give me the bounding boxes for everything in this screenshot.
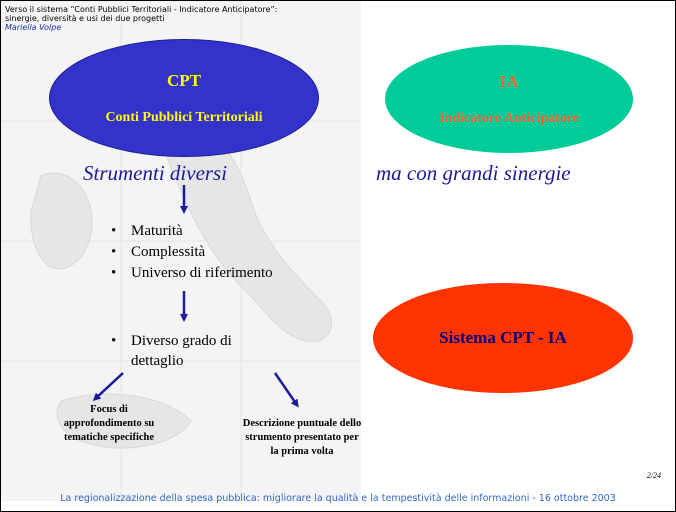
slide-header: Verso il sistema “Conti Pubblici Territo… <box>5 5 345 32</box>
note-left-line2: approfondimento su <box>63 418 155 429</box>
system-label: Sistema CPT - IA <box>439 328 567 347</box>
page-number: 2/24 <box>646 471 661 480</box>
list-item: Maturità <box>107 221 347 242</box>
note-right-line2: strumento presentato per <box>245 432 359 443</box>
cpt-title: CPT <box>167 70 201 90</box>
ia-ellipse: IA Indicatore Anticipatore <box>385 45 633 153</box>
note-left-line1: Focus di <box>90 404 128 415</box>
ia-title: IA <box>499 71 519 91</box>
header-title-line2: sinergie, diversità e usi dei due proget… <box>5 14 165 23</box>
differences-list: Maturità Complessità Universo di riferim… <box>107 221 347 284</box>
note-right-line1: Descrizione puntuale dello <box>242 418 362 429</box>
list-item: Universo di riferimento <box>107 263 347 284</box>
system-ellipse: Sistema CPT - IA <box>373 283 633 393</box>
note-right-line3: la prima volta <box>270 446 334 457</box>
right-heading: ma con grandi sinergie <box>376 161 571 185</box>
detail-list: Diverso grado di dettaglio <box>107 331 277 371</box>
detail-line1: Diverso grado di <box>131 333 232 349</box>
ia-subtitle: Indicatore Anticipatore <box>439 110 579 126</box>
note-left: Focus di approfondimento su tematiche sp… <box>41 403 177 445</box>
header-title-line1: Verso il sistema “Conti Pubblici Territo… <box>5 5 278 14</box>
header-author: Mariella Volpe <box>5 23 62 32</box>
list-item: Complessità <box>107 242 347 263</box>
cpt-subtitle: Conti Pubblici Territoriali <box>105 109 263 125</box>
cpt-ellipse: CPT Conti Pubblici Territoriali <box>49 39 319 157</box>
note-right: Descrizione puntuale dello strumento pre… <box>213 417 391 459</box>
detail-line2: dettaglio <box>131 353 184 369</box>
note-left-line3: tematiche specifiche <box>63 432 155 443</box>
left-heading: Strumenti diversi <box>83 161 228 185</box>
list-item: Diverso grado di dettaglio <box>107 331 277 371</box>
slide-footer: La regionalizzazione della spesa pubblic… <box>60 493 616 504</box>
